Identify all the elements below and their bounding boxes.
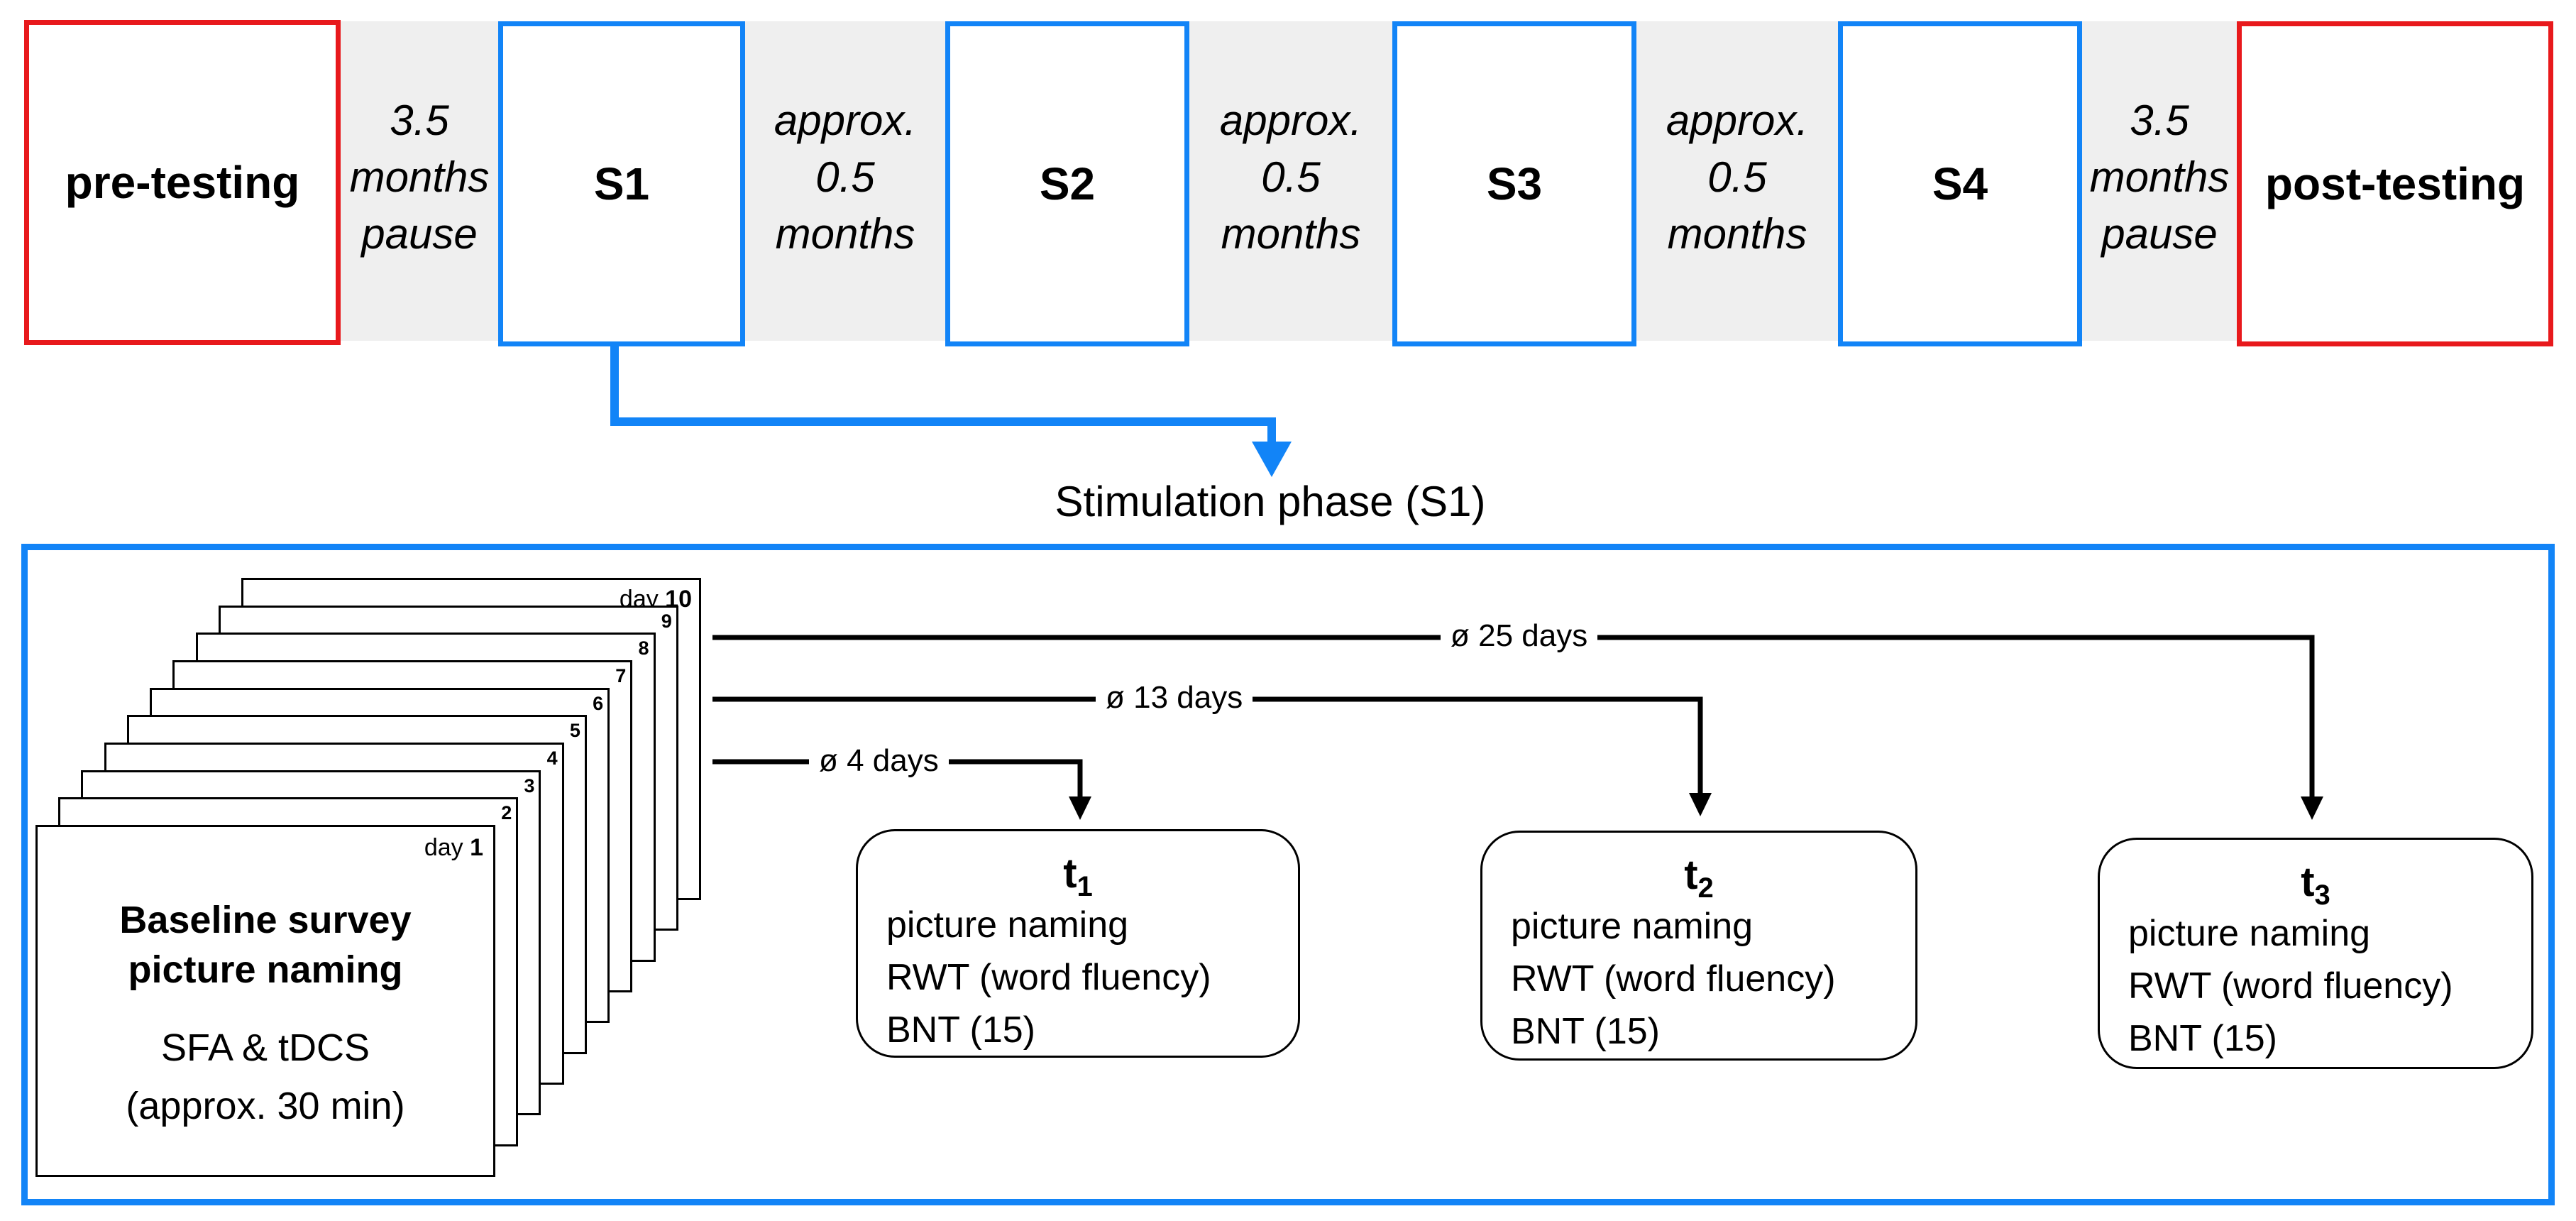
day-number-label: 5 <box>569 720 580 742</box>
day-number-label: 6 <box>593 692 604 714</box>
duration-label: (approx. 30 min) <box>126 1085 405 1127</box>
day-number-label: 7 <box>615 665 627 686</box>
test-t3-item: BNT (15) <box>2128 1018 2277 1059</box>
timeline-band <box>28 21 2548 341</box>
phase-post-testing: post-testing <box>2237 21 2553 346</box>
picture-naming-label: picture naming <box>128 948 403 991</box>
test-t1-item: BNT (15) <box>886 1009 1035 1051</box>
test-box-t3: t3 picture naming RWT (word fluency) BNT… <box>2098 838 2533 1069</box>
test-t3-item: RWT (word fluency) <box>2128 965 2453 1007</box>
test-t3-item: picture naming <box>2128 913 2371 954</box>
phase-pre-testing: pre-testing <box>24 20 341 345</box>
interval-13-days-arrowhead <box>1689 793 1712 816</box>
sfa-tdcs-label: SFA & tDCS <box>160 1026 370 1069</box>
test-box-t2: t2 picture naming RWT (word fluency) BNT… <box>1480 831 1917 1061</box>
day-number-label: 9 <box>661 610 672 632</box>
day-card-front: day 1 Baseline survey picture naming SFA… <box>35 825 495 1177</box>
s1-connector-line <box>610 346 1276 449</box>
interval-25-days-label: ø 25 days <box>1441 618 1598 654</box>
baseline-survey-label: Baseline survey <box>119 899 412 941</box>
day-number-label: 2 <box>501 802 512 824</box>
test-t2-title: t2 <box>1684 852 1714 904</box>
test-t2-item: RWT (word fluency) <box>1511 958 1836 1000</box>
test-box-t1: t1 picture naming RWT (word fluency) BNT… <box>856 829 1300 1058</box>
test-t3-title: t3 <box>2301 859 2330 911</box>
interval-4-days-arrowhead <box>1069 796 1091 820</box>
test-t1-title: t1 <box>1063 850 1093 902</box>
interval-25-days-line <box>712 635 2315 799</box>
stimulation-phase-title: Stimulation phase (S1) <box>1055 478 1486 525</box>
phase-s1: S1 <box>498 21 745 346</box>
interval-25-days-arrowhead <box>2301 796 2323 820</box>
test-t1-item: picture naming <box>886 904 1129 946</box>
day-number-label: 3 <box>524 774 535 796</box>
phase-s3: S3 <box>1392 21 1636 346</box>
interval-13-days-label: ø 13 days <box>1096 680 1253 716</box>
test-t1-item: RWT (word fluency) <box>886 957 1211 998</box>
interval-13-days-line <box>712 696 1703 795</box>
phase-s2: S2 <box>945 21 1189 346</box>
s1-connector-arrowhead <box>1252 442 1292 477</box>
day-number-label: 4 <box>546 748 558 769</box>
day-number-label: 8 <box>638 637 649 659</box>
day-1-label: day 1 <box>424 834 483 861</box>
test-t2-item: picture naming <box>1511 906 1754 947</box>
interval-4-days-label: ø 4 days <box>809 743 949 779</box>
phase-s4: S4 <box>1838 21 2082 346</box>
test-t2-item: BNT (15) <box>1511 1011 1660 1052</box>
